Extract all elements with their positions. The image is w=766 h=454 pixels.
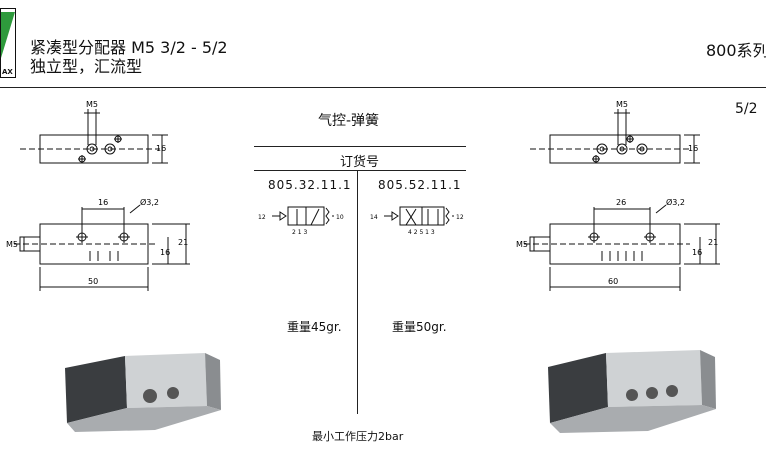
right-valve-photo: [548, 350, 716, 433]
valve-type-label: 5/2: [735, 101, 758, 117]
dim-height-top: 16: [688, 144, 698, 153]
dim-top-port: M5: [616, 100, 628, 109]
dim-height-top: 16: [156, 144, 166, 153]
svg-text:14: 14: [370, 214, 378, 221]
order-table-divider: [357, 170, 358, 414]
dim-height-outer: 21: [708, 238, 718, 247]
dim-spacing: 26: [616, 198, 626, 207]
symbol-5-2-valve: 14 12 4 2 5 1 3: [370, 206, 464, 236]
dim-hole: Ø3,2: [140, 197, 159, 207]
svg-text:12: 12: [456, 214, 464, 221]
series-label: 800系列: [706, 41, 766, 60]
order-code-3-2: 805.32.11.1: [268, 178, 352, 192]
order-table-header-rule: [254, 170, 466, 171]
right-valve-drawing: M5 16 26 Ø3,2 M5 16 21 60: [516, 100, 720, 291]
min-pressure-note: 最小工作压力2bar: [312, 430, 404, 443]
product-subtitle: 独立型，汇流型: [30, 57, 143, 76]
logo-text: AX: [2, 68, 13, 76]
order-table-top-rule: [254, 146, 466, 147]
svg-text:2 1 3: 2 1 3: [292, 229, 307, 236]
dim-height-inner: 16: [692, 248, 702, 257]
header-divider: [0, 87, 766, 88]
weight-5-2: 重量50gr.: [392, 320, 447, 334]
left-valve-photo: [65, 353, 221, 432]
dim-height-outer: 21: [178, 238, 188, 247]
company-logo: AX: [0, 8, 16, 78]
svg-text:4 2 5 1 3: 4 2 5 1 3: [408, 229, 435, 236]
svg-text:10: 10: [336, 214, 344, 221]
svg-text:12: 12: [258, 214, 266, 221]
dim-height-inner: 16: [160, 248, 170, 257]
symbol-3-2-valve: 12 10 2 1 3: [258, 206, 344, 236]
actuation-title: 气控-弹簧: [318, 113, 380, 129]
order-code-5-2: 805.52.11.1: [378, 178, 462, 192]
left-valve-drawing: M5 16 16 Ø3,2 M5 16 21 50: [6, 100, 190, 291]
dim-length: 60: [608, 277, 618, 286]
product-title: 紧凑型分配器 M5 3/2 - 5/2: [30, 38, 228, 57]
dim-top-port: M5: [86, 100, 98, 109]
weight-3-2: 重量45gr.: [287, 320, 342, 334]
dim-side-port: M5: [6, 240, 18, 249]
dim-hole: Ø3,2: [666, 197, 685, 207]
order-number-header: 订货号: [340, 155, 380, 170]
dim-side-port: M5: [516, 240, 528, 249]
dim-spacing: 16: [98, 198, 108, 207]
dim-length: 50: [88, 277, 98, 286]
